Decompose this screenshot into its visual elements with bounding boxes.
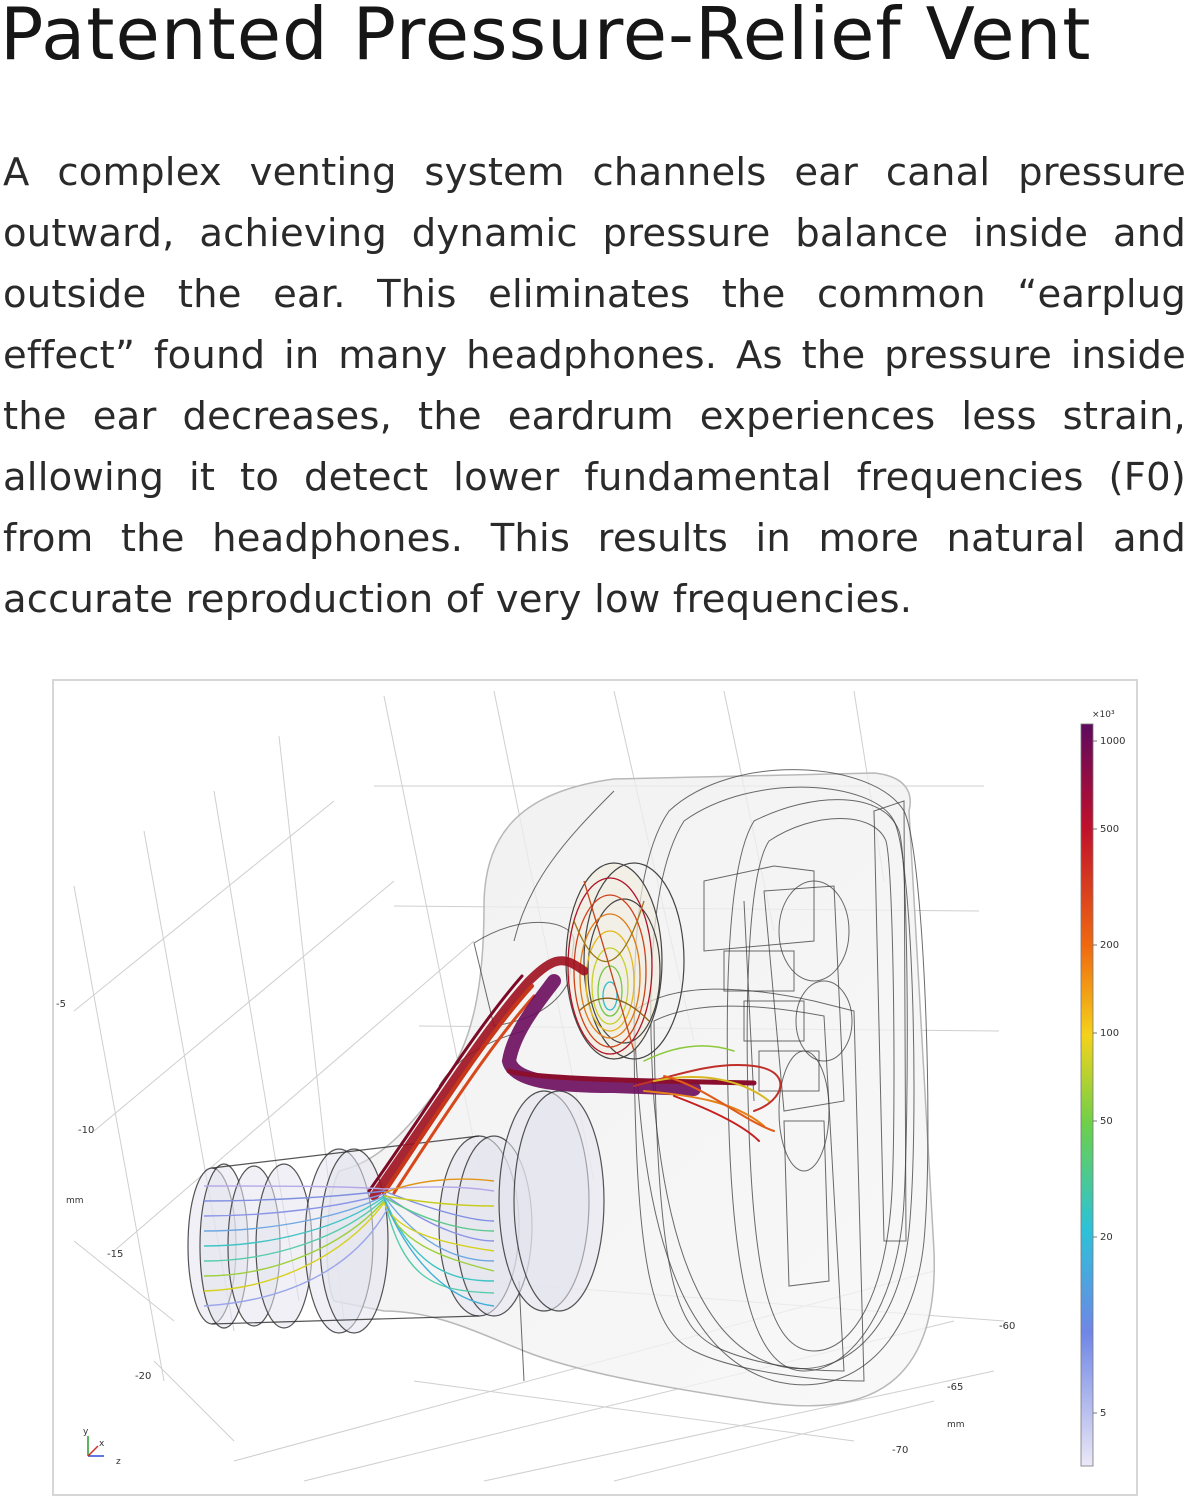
axis-triad: y x z xyxy=(83,1427,121,1467)
colorbar-multiplier: ×10³ xyxy=(1092,710,1115,720)
description-paragraph: A complex venting system channels ear ca… xyxy=(3,150,1186,622)
z-tick: -70 xyxy=(892,1445,908,1456)
triad-x-arrow xyxy=(87,1445,99,1457)
triad-y-label: y xyxy=(83,1427,89,1437)
simulation-illustration: ×10³ 1000 500 200 100 50 20 5 -5 -10 mm … xyxy=(56,690,1125,1482)
y-tick: -20 xyxy=(135,1371,151,1382)
vent-stream xyxy=(367,956,782,1201)
y-tick: -5 xyxy=(56,999,66,1010)
colorbar-tick: 50 xyxy=(1100,1116,1113,1127)
colorbar-tick: 100 xyxy=(1100,1028,1119,1039)
page-title: Patented Pressure-Relief Vent xyxy=(0,0,1092,76)
colorbar-tick: 20 xyxy=(1100,1232,1113,1243)
shell-rings xyxy=(438,769,929,1386)
colorbar-tick: 500 xyxy=(1100,824,1119,835)
colorbar-tick: 1000 xyxy=(1100,736,1125,747)
z-tick: -60 xyxy=(999,1321,1015,1332)
y-axis-unit: mm xyxy=(66,1196,84,1206)
z-axis-unit: mm xyxy=(947,1420,965,1430)
triad-x-label: x xyxy=(99,1439,105,1449)
nozzle-streamlines xyxy=(203,1178,495,1307)
triad-z-label: z xyxy=(116,1457,121,1467)
driver-streamlines xyxy=(567,877,653,1055)
z-axis-labels: -60 -65 mm -70 xyxy=(892,1321,1015,1456)
z-tick: -65 xyxy=(947,1382,963,1393)
colorbar-tick: 5 xyxy=(1100,1408,1106,1419)
colorbar-tick: 200 xyxy=(1100,940,1119,951)
y-tick: -10 xyxy=(78,1125,94,1136)
y-tick: -15 xyxy=(107,1249,123,1260)
colorbar: ×10³ 1000 500 200 100 50 20 5 xyxy=(1080,710,1125,1467)
y-axis-labels: -5 -10 mm -15 -20 xyxy=(56,999,151,1382)
simulation-figure: ×10³ 1000 500 200 100 50 20 5 -5 -10 mm … xyxy=(52,679,1138,1496)
